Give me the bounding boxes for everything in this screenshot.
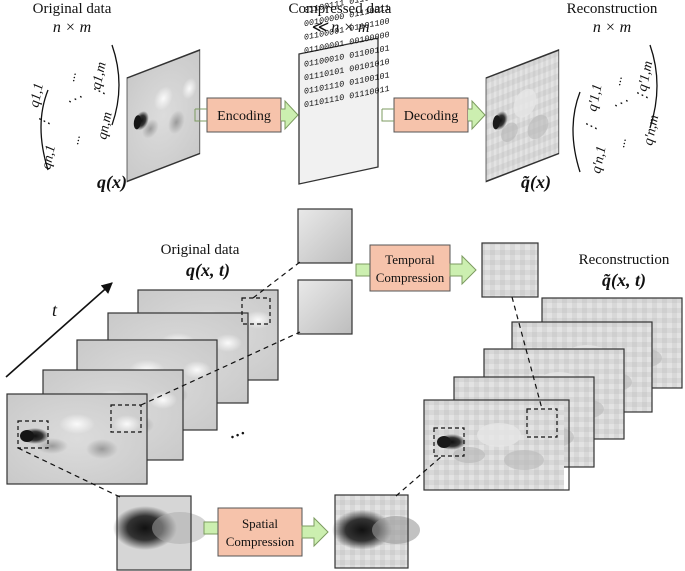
temporal-result-tile bbox=[481, 242, 539, 298]
matrix-right-r3c2: q′n,m bbox=[641, 114, 662, 147]
stack-ellipsis: ... bbox=[223, 414, 247, 443]
left-matrix: q1,1 ... q1,m ⋮ ⋱ ⋮ qn,1 ... qn,m bbox=[27, 44, 120, 171]
matrix-left-r3c2: qn,m bbox=[95, 111, 115, 141]
spatial-zoom-original bbox=[113, 495, 208, 571]
time-label: t bbox=[52, 300, 58, 320]
spatial-select-box bbox=[17, 420, 49, 449]
temporal-label-1: Temporal bbox=[385, 252, 435, 267]
matrix-right-r1c2: q′1,m bbox=[635, 60, 656, 93]
encoding-label: Encoding bbox=[217, 109, 271, 124]
spatial-label-1: Spatial bbox=[242, 516, 278, 531]
matrix-left-r3dots: ... bbox=[66, 133, 83, 146]
bottom-recon-title: Reconstruction bbox=[579, 252, 670, 268]
spatial-label-2: Compression bbox=[226, 534, 295, 549]
decoding-label: Decoding bbox=[404, 109, 458, 124]
matrix-right-r1dots: ... bbox=[608, 74, 625, 87]
top-compressed-title: Compressed data bbox=[289, 1, 392, 17]
matrix-left-vdots: ⋮ bbox=[36, 114, 54, 131]
matrix-right-vdots2: ⋮ bbox=[634, 88, 652, 105]
top-recon-title: Reconstruction bbox=[567, 1, 658, 17]
bottom-original-title: Original data bbox=[161, 242, 240, 258]
matrix-right-r1c1: q′1,1 bbox=[585, 83, 605, 113]
top-compressed-dims: ≪ n × m bbox=[310, 19, 369, 36]
top-recon-dims: n × m bbox=[593, 19, 631, 36]
matrix-right-vdots: ⋮ bbox=[583, 119, 601, 136]
matrix-left-r1c1: q1,1 bbox=[27, 82, 47, 109]
bottom-q-label: q(x, t) bbox=[186, 260, 230, 281]
top-q-label: q(x) bbox=[97, 172, 127, 193]
matrix-right-r3dots: ... bbox=[612, 136, 629, 149]
temporal-select-box-front bbox=[110, 404, 142, 433]
recon-stack bbox=[423, 297, 683, 491]
top-recon-field bbox=[485, 49, 560, 183]
temporal-select-box-back bbox=[241, 297, 271, 325]
recon-temporal-box bbox=[526, 408, 558, 438]
temporal-label-2: Compression bbox=[376, 270, 445, 285]
original-stack bbox=[6, 289, 279, 485]
matrix-left-vdots2: ⋮ bbox=[91, 84, 109, 101]
matrix-left-ddots: ⋱ bbox=[67, 92, 85, 109]
top-qtilde-label: q̃(x) bbox=[521, 172, 551, 193]
right-matrix: q′1,1 ... q′1,m ⋮ ⋱ ⋮ q′n,1 ... q′n,m bbox=[572, 44, 662, 175]
matrix-right-ddots: ⋱ bbox=[613, 96, 631, 113]
spatial-arrow-icon bbox=[301, 516, 329, 548]
matrix-right-r3c1: q′n,1 bbox=[589, 145, 609, 175]
recon-spatial-box bbox=[433, 427, 465, 457]
decoding-arrow-icon bbox=[382, 99, 486, 131]
matrix-left-r1dots: ... bbox=[62, 70, 79, 83]
top-original-field bbox=[126, 49, 201, 183]
top-original-dims: n × m bbox=[53, 19, 91, 36]
encoding-arrow-icon bbox=[195, 99, 299, 131]
spatial-zoom-recon bbox=[332, 494, 420, 569]
matrix-left-r3c1: qn,1 bbox=[39, 144, 59, 171]
temporal-arrow-icon bbox=[449, 254, 477, 286]
bottom-qtilde-label: q̃(x, t) bbox=[602, 270, 646, 291]
matrix-left-r1c2: q1,m bbox=[89, 61, 109, 91]
decoding-box bbox=[393, 97, 469, 133]
top-original-title: Original data bbox=[33, 1, 112, 17]
temporal-zoom-tile-front bbox=[297, 279, 353, 335]
spatial-compression-box bbox=[217, 507, 303, 557]
encoding-box bbox=[206, 97, 282, 133]
time-arrow bbox=[5, 282, 113, 378]
temporal-zoom-tile-back bbox=[297, 208, 353, 264]
